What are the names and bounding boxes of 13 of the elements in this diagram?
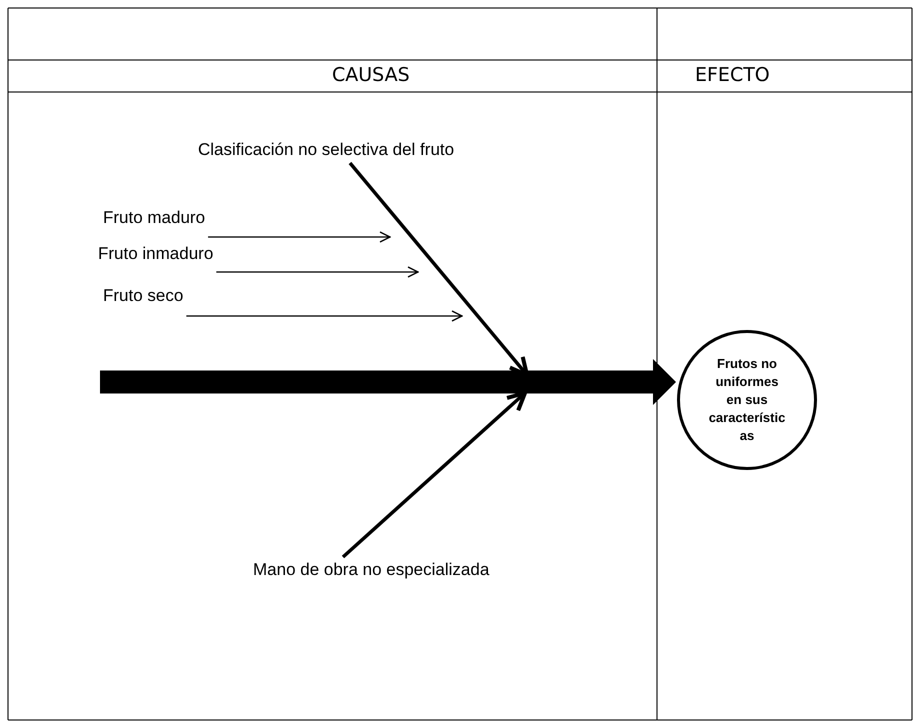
cause-label: Fruto inmaduro <box>98 244 214 264</box>
spine-arrow <box>100 359 676 405</box>
cause-label: Fruto maduro <box>103 208 206 228</box>
effect-text: Frutos no uniformes en sus características <box>708 355 786 445</box>
cause-label: Clasificación no selectiva del fruto <box>198 140 454 160</box>
column-header: CAUSAS <box>332 64 410 86</box>
cause-label: Fruto seco <box>103 286 184 306</box>
column-header: EFECTO <box>695 64 770 86</box>
arrow <box>342 391 527 558</box>
arrow <box>208 231 391 243</box>
arrow <box>186 310 463 322</box>
arrow <box>216 266 419 278</box>
cause-label: Mano de obra no especializada <box>253 560 490 580</box>
